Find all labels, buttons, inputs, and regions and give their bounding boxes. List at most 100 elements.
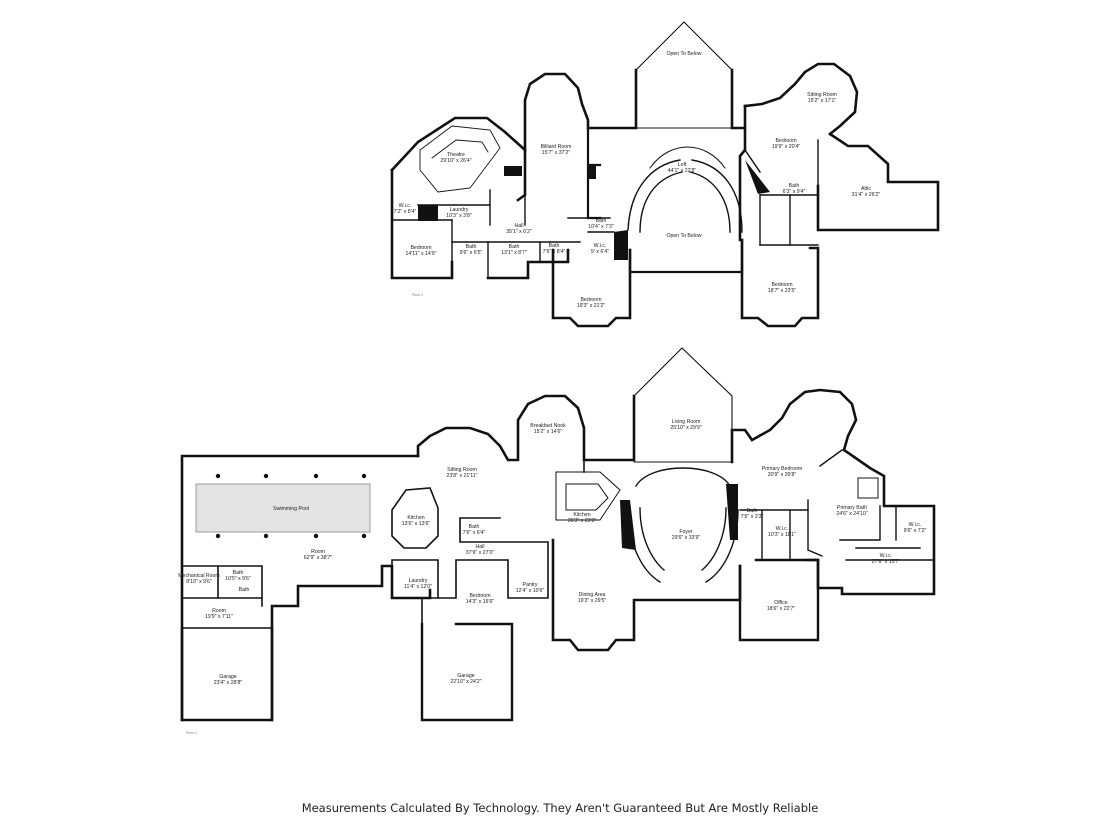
room-pantry-dims: 12'4" x 10'6"	[516, 588, 545, 594]
room-bedroom-lower-name: Bedroom	[469, 593, 490, 599]
utility-rooms-walls	[181, 565, 273, 629]
room-bath-lower-1-dims: 7'6" x 6'4"	[463, 530, 486, 536]
room-wic-upper-1-dims: 7'2" x 8'4"	[394, 209, 417, 215]
sitting-room-lower-walls	[416, 394, 636, 462]
room-open-to-below-1-name: Open To Below	[666, 51, 701, 57]
room-bedroom-upper-left-dims: 14'11" x 14'9"	[406, 251, 437, 257]
tub	[857, 477, 879, 499]
room-bath-lower-2-name: Bath	[747, 508, 758, 514]
room-wic-lower-1-dims: 9'6" x 7'2"	[904, 528, 927, 534]
wall-fill-3	[588, 165, 596, 179]
room-open-to-below-2-name: Open To Below	[666, 233, 701, 239]
room-bedroom-upper-mid-dims: 19'3" x 21'2"	[577, 303, 606, 309]
loft-walls	[586, 126, 744, 274]
room-bedroom-upper-right-dims: 19'9" x 20'4"	[772, 144, 801, 150]
floor-1-tag: Floor 1	[186, 731, 197, 735]
room-bath-upper-3-dims: 9'6" x 6'5"	[460, 250, 483, 256]
room-mechanical-name: Mechanical Room	[178, 573, 220, 579]
room-garage-left-dims: 23'4" x 28'8"	[214, 680, 243, 686]
bath-wic-walls	[739, 509, 809, 561]
room-hall-upper-dims: 35'1" x 6'2"	[506, 229, 532, 235]
attic-walls	[816, 132, 940, 232]
room-bath-upper-3-name: Bath	[466, 244, 477, 250]
floor-2-outer-walls	[390, 116, 632, 328]
room-swimming-pool-name: Swimming Pool	[273, 506, 309, 512]
room-laundry-lower-dims: 11'4" x 12'0"	[404, 584, 432, 590]
room-bath-upper-2-dims: 10'4" x 7'3"	[588, 224, 614, 230]
garage-left-walls	[180, 626, 274, 722]
garage-middle-walls	[420, 622, 514, 722]
wall-fill-4	[745, 160, 770, 194]
room-kitchen-small-name: Kitchen	[407, 515, 424, 521]
room-bedroom-lower-dims: 14'3" x 16'6"	[466, 599, 495, 605]
primary-bath-interior	[807, 449, 933, 561]
room-bath-lower-1-name: Bath	[469, 524, 480, 530]
swimming-pool	[195, 483, 371, 533]
room-mechanical-dims: 8'10" x 9'6"	[186, 579, 212, 585]
room-bath-lower-3-name: Bath	[233, 570, 244, 576]
room-breakfast-nook-name: Breakfast Nook	[530, 423, 566, 429]
room-bath-upper-4-dims: 13'1" x 8'7"	[501, 250, 527, 256]
dining-area-walls	[551, 538, 742, 652]
laundry-hall-walls	[391, 517, 549, 625]
room-foyer-dims: 29'6" x 33'9"	[672, 535, 701, 541]
kitchen-island	[555, 471, 621, 521]
wall-fill-1	[418, 205, 438, 221]
foyer-dark-right	[726, 484, 738, 540]
room-bath-upper-2-name: Bath	[596, 218, 607, 224]
room-wic-upper-1-name: W.i.c.	[399, 203, 412, 209]
room-sitting-room-lower-dims: 23'8" x 21'11"	[447, 473, 478, 479]
room-bedroom-upper-br-name: Bedroom	[771, 282, 792, 288]
kitchen-small-walls	[391, 487, 439, 549]
room-laundry-lower-name: Laundry	[409, 578, 428, 584]
room-office-dims: 18'6" x 22'7"	[767, 606, 796, 612]
room-wic-lower-2-dims: 10'3" x 11'1"	[768, 532, 796, 538]
floor-2-tag: Floor 2	[412, 293, 423, 297]
room-dining-area-dims: 19'3" x 29'5"	[578, 598, 607, 604]
loft-arc	[649, 146, 726, 169]
curved-staircase-left	[627, 159, 683, 233]
room-attic-name: Attic	[861, 186, 871, 192]
room-living-room-name: Living Room	[672, 419, 701, 425]
room-bedroom-upper-left-name: Bedroom	[410, 245, 431, 251]
room-primary-bedroom-dims: 20'9" x 39'8"	[768, 472, 797, 478]
wall-fill-5	[614, 232, 628, 260]
open-to-below-upper-shape	[635, 21, 733, 129]
theatre-seating-outline	[419, 125, 501, 193]
room-sitting-room-upper-name: Sitting Room	[807, 92, 837, 98]
room-hall-lower-name: Hall	[476, 544, 485, 550]
room-hall-upper-name: Hall	[515, 223, 524, 229]
wall-fill-2	[504, 166, 522, 176]
room-bath-upper-5-name: Bath	[549, 243, 560, 249]
room-sitting-room-lower-name: Sitting Room	[447, 467, 477, 473]
floor-2-plan: Floor 2	[390, 21, 940, 328]
room-office-name: Office	[774, 600, 788, 606]
room-primary-bedroom-name: Primary Bedroom	[762, 466, 802, 472]
room-bedroom-upper-br-dims: 18'7" x 23'5"	[768, 288, 797, 294]
room-bath-upper-1-name: Bath	[789, 183, 800, 189]
room-primary-bath-dims: 24'6" x 24'10"	[836, 511, 867, 517]
room-wic-lower-1-name: W.i.c.	[909, 522, 922, 528]
room-wic-upper-2-dims: 5' x 6'4"	[591, 249, 609, 255]
room-kitchen-small-dims: 13'6" x 13'6"	[402, 521, 431, 527]
office-walls	[738, 558, 820, 642]
pool-room-walls	[180, 454, 432, 722]
foyer-dark-left	[620, 500, 636, 550]
room-loft-name: Loft	[678, 162, 687, 168]
room-labels: Open To Below Sitting Room 15'2" x 17'1"…	[178, 51, 926, 735]
room-garage-middle-name: Garage	[457, 673, 474, 679]
room-primary-bath-name: Primary Bath	[837, 505, 867, 511]
room-attic-dims: 31'4" x 26'2"	[852, 192, 881, 198]
floor-1-plan	[180, 347, 936, 722]
living-room-vault-shape	[633, 347, 733, 463]
room-pool-room-name: Room	[311, 549, 325, 555]
room-breakfast-nook-dims: 15'2" x 14'6"	[534, 429, 563, 435]
room-theatre-dims: 29'10" x 26'4"	[440, 158, 471, 164]
disclaimer-footer: Measurements Calculated By Technology. T…	[301, 801, 819, 815]
room-wic-lower-3-dims: 27'6" x 15'7"	[872, 559, 901, 565]
room-laundry-upper-dims: 10'3" x 3'8"	[446, 213, 472, 219]
room-billiard-name: Billiard Room	[541, 144, 572, 150]
room-laundry-upper-name: Laundry	[450, 207, 469, 213]
room-foyer-name: Foyer	[679, 529, 693, 535]
